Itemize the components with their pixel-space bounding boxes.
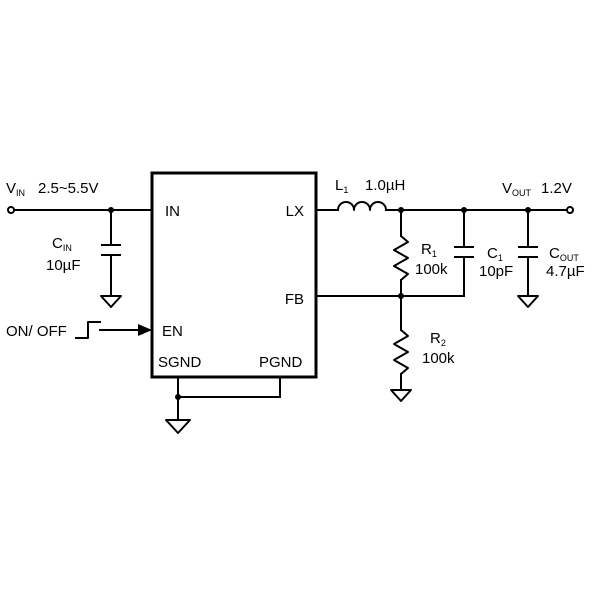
- vin-range: 2.5~5.5V: [38, 180, 98, 197]
- c1-value: 10pF: [479, 263, 513, 280]
- r2-ground-icon: [390, 389, 412, 402]
- en-arrow-icon: [138, 324, 152, 336]
- cout-value: 4.7µF: [546, 263, 585, 280]
- l1-inductor: [337, 201, 387, 211]
- cin-ground-icon: [100, 295, 122, 308]
- r2-value: 100k: [422, 350, 455, 367]
- r1-value: 100k: [415, 261, 448, 278]
- vin-label: VIN: [6, 180, 25, 198]
- pin-en-label: EN: [162, 323, 183, 340]
- vout-terminal: [566, 206, 574, 214]
- vout-label: VOUT: [502, 180, 532, 198]
- pin-lx-label: LX: [286, 203, 304, 220]
- cout-capacitor: [518, 209, 538, 297]
- en-signal-label: ON/ OFF: [6, 323, 67, 340]
- pin-pgnd-label: PGND: [259, 354, 303, 371]
- cout-ground-icon: [517, 295, 539, 308]
- r2-resistor: [393, 295, 409, 391]
- r1-label: R1: [421, 241, 437, 259]
- pin-in-label: IN: [165, 203, 180, 220]
- cout-label: COUT: [549, 245, 579, 263]
- junction-gnd: [175, 394, 181, 400]
- cin-value: 10µF: [46, 257, 81, 274]
- l1-label: L1: [335, 177, 348, 195]
- r2-label: R2: [430, 330, 446, 348]
- ic-body: [150, 171, 318, 379]
- pin-sgnd-label: SGND: [158, 354, 202, 371]
- cin-label: CIN: [52, 235, 72, 253]
- c1-capacitor: [454, 209, 474, 297]
- cin-capacitor: [101, 209, 121, 297]
- pin-fb-label: FB: [285, 291, 304, 308]
- vout-value: 1.2V: [541, 180, 572, 197]
- step-signal-icon: [75, 321, 101, 339]
- l1-value: 1.0µH: [365, 177, 405, 194]
- c1-label: C1: [487, 245, 503, 263]
- r1-resistor: [393, 209, 409, 297]
- ic-ground-icon: [165, 419, 191, 434]
